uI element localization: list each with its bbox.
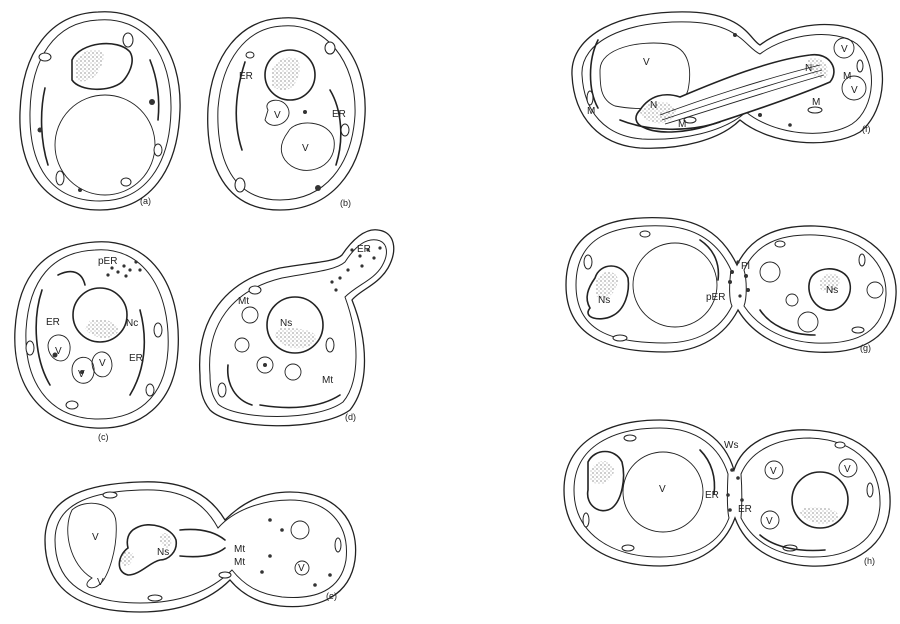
caption-d: (d) <box>345 412 356 422</box>
label-f-M4: M <box>843 71 851 82</box>
label-c-V: V <box>55 346 62 357</box>
panel-d <box>200 230 394 426</box>
panel-c <box>15 242 179 428</box>
label-h-V4: V <box>766 516 773 527</box>
label-h-V2: V <box>770 466 777 477</box>
label-g-pER: pER <box>706 292 725 303</box>
vacuole <box>633 243 717 327</box>
caption-a: (a) <box>140 196 151 206</box>
label-b-ER2: ER <box>332 109 346 120</box>
label-g-Pl: Pl <box>741 261 750 272</box>
caption-h: (h) <box>864 556 875 566</box>
mitochondrion <box>39 53 51 61</box>
label-f-M: M <box>587 106 595 117</box>
label-f-V: V <box>643 57 650 68</box>
label-e-V: V <box>92 532 99 543</box>
label-h-ER: ER <box>705 490 719 501</box>
panel-e <box>45 482 356 612</box>
label-b-ER: ER <box>239 71 253 82</box>
vacuole <box>242 307 258 323</box>
label-c-pER: pER <box>98 256 117 267</box>
label-e-V3: V <box>298 563 305 574</box>
label-d-Mt2: Mt <box>322 375 333 386</box>
label-c-ER: ER <box>46 317 60 328</box>
label-f-M3: M <box>812 97 820 108</box>
vacuole <box>55 95 155 195</box>
caption-f: (f) <box>862 124 871 134</box>
label-c-ER2: ER <box>129 353 143 364</box>
label-g-Ns2: Ns <box>826 285 838 296</box>
label-e-Mt2: Mt <box>234 557 245 568</box>
panel-g <box>566 218 896 353</box>
panel-a <box>20 12 180 210</box>
label-f-V2: V <box>841 44 848 55</box>
caption-g: (g) <box>860 343 871 353</box>
label-c-V2: V <box>99 358 106 369</box>
label-f-N2: N <box>805 63 812 74</box>
caption-e: (e) <box>326 591 337 601</box>
panel-f <box>572 12 883 148</box>
caption-b: (b) <box>340 198 351 208</box>
label-e-V2: V <box>97 577 104 588</box>
label-h-V: V <box>659 484 666 495</box>
label-g-Ns: Ns <box>598 295 610 306</box>
label-d-Ns: Ns <box>280 318 292 329</box>
label-f-V3: V <box>851 85 858 96</box>
label-c-V3: V <box>78 369 85 380</box>
label-d-Mt: Mt <box>238 296 249 307</box>
caption-c: (c) <box>98 432 109 442</box>
label-d-ER: ER <box>357 244 371 255</box>
label-b-V: V <box>274 110 281 121</box>
label-e-Ns: Ns <box>157 547 169 558</box>
label-b-V2: V <box>302 143 309 154</box>
label-h-ER2: ER <box>738 504 752 515</box>
label-h-V3: V <box>844 464 851 475</box>
label-h-Ws: Ws <box>724 440 738 451</box>
label-f-N: N <box>650 100 657 111</box>
label-f-M2: M <box>678 119 686 130</box>
label-c-Nc: Nc <box>126 318 138 329</box>
vacuole <box>68 503 117 588</box>
label-e-Mt: Mt <box>234 544 245 555</box>
